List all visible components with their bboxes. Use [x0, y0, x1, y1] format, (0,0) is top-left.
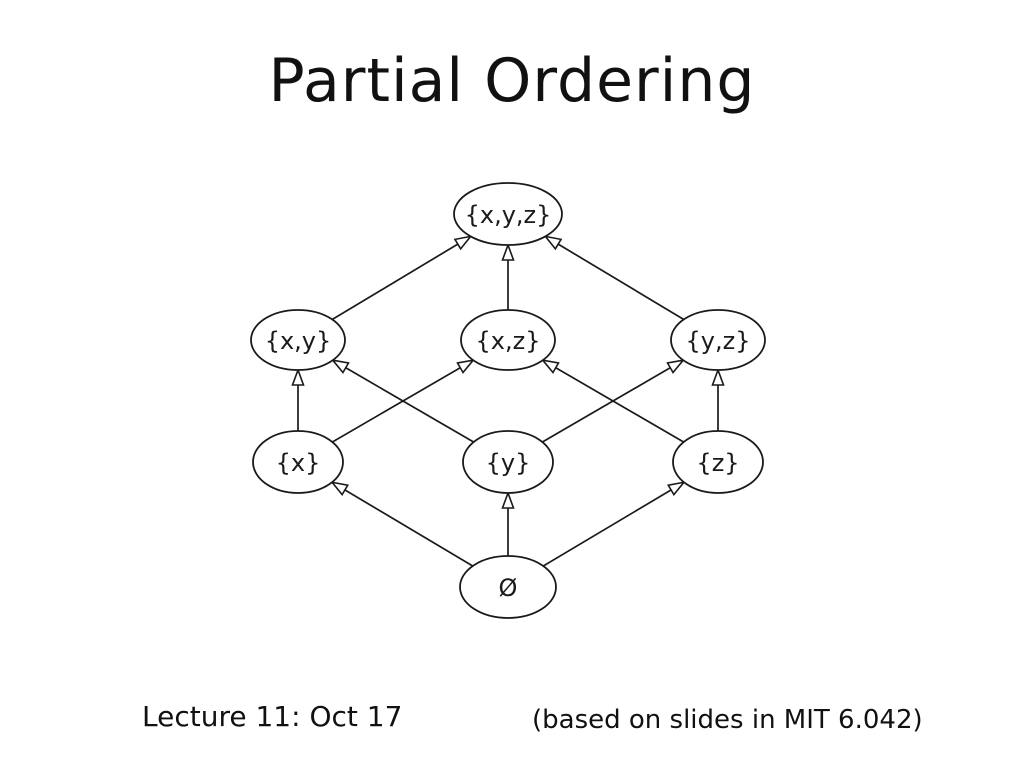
node-label-y: {y}: [486, 449, 531, 477]
arrowhead-y-yz: [666, 359, 686, 374]
arrowhead-z-xz: [540, 359, 560, 374]
arrowhead-empty-x: [330, 481, 350, 497]
node-label-z: {z}: [696, 449, 739, 477]
diagram-node-z: {z}: [672, 430, 764, 494]
slide-title: Partial Ordering: [268, 46, 756, 116]
node-label-x: {x}: [276, 449, 321, 477]
diagram-arrowheads: [291, 235, 725, 509]
node-ellipse-y: [462, 430, 554, 494]
arrowhead-x-xy: [291, 367, 305, 386]
footer-credit-caption: (based on slides in MIT 6.042): [532, 705, 923, 735]
node-ellipse-xyz: [453, 182, 563, 246]
arrowhead-empty-z: [666, 481, 686, 497]
node-ellipse-x: [252, 430, 344, 494]
arrowhead-x-xz: [456, 359, 476, 374]
node-ellipse-empty: [459, 555, 557, 619]
node-label-xyz: {x,y,z}: [465, 201, 552, 229]
diagram-node-empty: Ø: [459, 555, 557, 619]
node-label-xz: {x,z}: [476, 327, 541, 355]
node-label-yz: {y,z}: [686, 327, 751, 355]
diagram-node-y: {y}: [462, 430, 554, 494]
node-label-empty: Ø: [499, 574, 518, 602]
node-ellipse-yz: [670, 309, 766, 371]
node-label-xy: {x,y}: [265, 327, 332, 355]
arrowhead-y-xy: [330, 359, 350, 374]
diagram-edges: [297, 213, 719, 588]
node-ellipse-xy: [250, 309, 346, 371]
diagram-node-xz: {x,z}: [460, 309, 556, 371]
arrowhead-z-yz: [711, 367, 725, 386]
diagram-node-xyz: {x,y,z}: [453, 182, 563, 246]
footer-lecture-caption: Lecture 11: Oct 17: [142, 700, 403, 733]
diagram-node-yz: {y,z}: [670, 309, 766, 371]
diagram-node-x: {x}: [252, 430, 344, 494]
node-ellipse-z: [672, 430, 764, 494]
arrowhead-xy-xyz: [453, 235, 473, 251]
arrowhead-empty-y: [501, 490, 515, 509]
arrowhead-xz-xyz: [501, 242, 515, 261]
diagram-nodes: {x,y,z} {x,y} {x,z} {y,z} {x} {y} {z} Ø: [250, 182, 766, 619]
diagram-node-xy: {x,y}: [250, 309, 346, 371]
arrowhead-yz-xyz: [543, 235, 563, 251]
node-ellipse-xz: [460, 309, 556, 371]
